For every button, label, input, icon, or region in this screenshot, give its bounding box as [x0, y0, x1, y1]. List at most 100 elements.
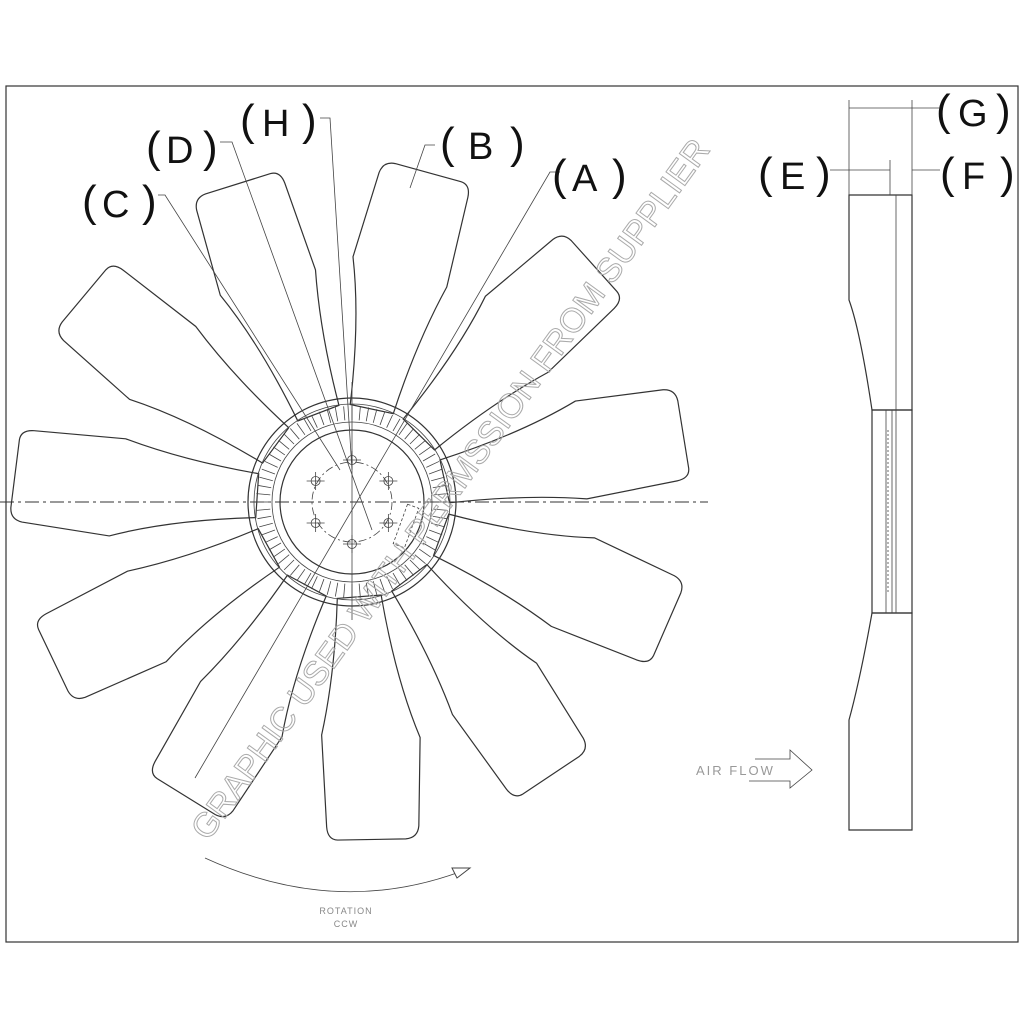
hub-slot: [289, 428, 300, 440]
hub-slot: [358, 583, 361, 598]
hub-slot: [392, 418, 401, 432]
svg-text:H: H: [262, 103, 289, 145]
hub-slot: [257, 484, 272, 489]
label-H: (H): [240, 96, 317, 145]
hub-slot: [264, 461, 278, 468]
hub-slot: [386, 576, 393, 590]
svg-text:): ): [996, 86, 1011, 135]
svg-text:D: D: [166, 130, 193, 172]
rotation-label: ROTATION: [319, 906, 372, 916]
hub-slot: [379, 578, 386, 593]
hub-slot: [326, 409, 332, 423]
drawing-border: [5, 85, 1019, 943]
hub-slot: [326, 581, 332, 595]
svg-text:G: G: [958, 93, 988, 135]
fan-blades: [10, 162, 690, 841]
svg-text:(: (: [240, 96, 255, 145]
hub-slot: [409, 559, 421, 571]
hub-slot: [392, 572, 401, 586]
rotation-arrowhead-icon: [451, 867, 472, 879]
hub-slot: [257, 515, 272, 520]
hub-slot: [379, 411, 386, 426]
svg-text:): ): [203, 123, 218, 172]
hub-slot: [283, 559, 295, 571]
hub-slot: [365, 582, 370, 597]
hub-slot: [372, 409, 378, 423]
hub-slot: [365, 407, 370, 422]
hub-slot: [318, 411, 325, 426]
hub-slot: [343, 583, 346, 598]
bolt-hole: [306, 472, 325, 490]
fan-blade: [349, 162, 470, 415]
fan-blade: [10, 430, 260, 537]
hub-slot: [433, 508, 448, 511]
fan-blade: [151, 574, 327, 818]
hub-slot: [278, 439, 290, 450]
fan-blade: [439, 389, 690, 504]
hub-slot: [409, 433, 421, 445]
bolt-hole: [379, 514, 398, 532]
label-D: (D): [146, 123, 218, 172]
hub-slot: [334, 407, 339, 422]
svg-text:(: (: [146, 123, 161, 172]
hub-slot: [289, 564, 300, 576]
svg-text:): ): [816, 149, 831, 198]
hub-slot: [259, 522, 273, 528]
hub-slot: [418, 446, 431, 456]
svg-text:B: B: [468, 126, 493, 168]
hub-slot: [422, 453, 436, 462]
hub-slot: [428, 529, 443, 536]
bolt-hole: [379, 472, 398, 490]
hub-slot: [303, 572, 312, 586]
hub-slot: [414, 439, 426, 450]
hub-slot: [358, 406, 361, 421]
hub-slot: [404, 564, 415, 576]
svg-text:(: (: [82, 177, 97, 226]
hub-slot: [268, 453, 282, 462]
hub-slot: [256, 508, 271, 511]
bolt-hole: [306, 514, 325, 532]
hub-slot: [283, 433, 295, 445]
svg-text:): ): [302, 96, 317, 145]
hub-slot: [259, 476, 273, 482]
side-view: [830, 100, 940, 831]
hub-slot: [414, 554, 426, 565]
svg-text:): ): [510, 119, 525, 168]
label-G: (G): [936, 86, 1011, 135]
hub-slot: [398, 568, 408, 581]
svg-text:(: (: [758, 149, 773, 198]
hub-slot: [273, 548, 286, 558]
svg-text:C: C: [102, 184, 129, 226]
hub-slot: [261, 529, 276, 536]
airflow-arrow-icon: [749, 749, 813, 789]
rotation-arrow: [204, 857, 471, 893]
hub-slots: [256, 406, 448, 598]
hub-slot: [343, 406, 346, 421]
hub-slot: [418, 548, 431, 558]
hub-slot: [404, 428, 415, 440]
svg-text:): ): [142, 177, 157, 226]
hub-slot: [386, 414, 393, 428]
label-F: (F): [940, 149, 1015, 198]
hub-slot: [311, 576, 318, 590]
fan-blade: [402, 235, 621, 451]
hub-slot: [296, 568, 306, 581]
airflow-label: AIR FLOW: [696, 763, 775, 778]
hub-slot: [264, 536, 278, 543]
hub-slot: [303, 418, 312, 432]
fan-blade: [195, 172, 340, 422]
label-C: (C): [82, 177, 157, 226]
fan-blade: [321, 594, 421, 841]
hub-slot: [432, 484, 447, 489]
fan-blade: [58, 265, 290, 464]
hub-slot: [428, 468, 443, 475]
label-B: (B): [440, 119, 525, 168]
label-E: (E): [758, 149, 831, 198]
hub-slot: [433, 493, 448, 496]
svg-text:): ): [612, 151, 627, 200]
hub-slot: [422, 542, 436, 551]
svg-text:): ): [1000, 149, 1015, 198]
hub-slot: [273, 446, 286, 456]
svg-text:A: A: [572, 158, 598, 200]
hub-slot: [296, 423, 306, 436]
